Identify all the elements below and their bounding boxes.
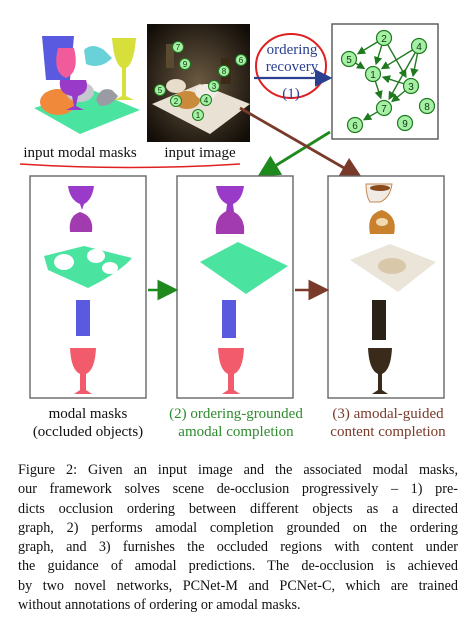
completed-object-content — [350, 183, 436, 394]
image-object-marker: 4 — [200, 94, 212, 106]
caption-line: our framework solves scene de-occlusion … — [18, 481, 458, 498]
graph-edge — [354, 61, 366, 70]
graph-edge — [380, 49, 413, 70]
svg-text:4: 4 — [416, 42, 422, 53]
ordering-recovery-label-line1: ordering — [266, 42, 318, 58]
ordering-graph-edges — [354, 41, 419, 121]
graph-node: 1 — [364, 65, 382, 83]
content-completion-label: (3) amodal-guided — [332, 406, 444, 422]
modal-masks-sublabel: (occluded objects) — [32, 424, 144, 440]
svg-text:6: 6 — [352, 121, 358, 132]
svg-text:9: 9 — [183, 60, 188, 69]
svg-text:7: 7 — [381, 104, 387, 115]
graph-edge — [381, 75, 405, 85]
image-object-marker: 1 — [192, 109, 204, 121]
svg-text:3: 3 — [408, 82, 414, 93]
svg-text:1: 1 — [370, 70, 376, 81]
amodal-completion-sublabel: amodal completion — [178, 424, 294, 440]
red-annotation-circle — [255, 33, 327, 99]
graph-node: 6 — [346, 116, 364, 134]
graph-edge — [388, 52, 416, 101]
caption-line: dicts occlusion ordering between differe… — [18, 500, 458, 517]
svg-text:6: 6 — [239, 56, 244, 65]
svg-text:5: 5 — [158, 86, 163, 95]
graph-edge — [362, 111, 378, 121]
image-object-marker: 9 — [179, 58, 191, 70]
caption-line: without annotations of ordering or amoda… — [18, 597, 301, 614]
caption-line: Figure 2: Given an input image and the a… — [18, 462, 458, 478]
svg-text:3: 3 — [212, 82, 217, 91]
graph-node: 2 — [375, 29, 393, 47]
content-completion-sublabel: content completion — [330, 424, 446, 440]
image-object-marker: 8 — [218, 65, 230, 77]
svg-text:4: 4 — [204, 96, 209, 105]
amodal-completion-label: (2) ordering-grounded — [169, 406, 303, 422]
graph-edge — [356, 41, 378, 55]
image-to-content-arrow — [239, 106, 363, 179]
caption-line: the guidance of amodal predictions. The … — [18, 558, 458, 575]
image-object-marker: 2 — [170, 95, 182, 107]
graph-edge — [410, 53, 419, 78]
svg-text:2: 2 — [174, 97, 179, 106]
image-object-marker: 5 — [154, 84, 166, 96]
ordering-recovery-label-line2: recovery — [265, 59, 319, 75]
graph-node: 8 — [418, 97, 436, 115]
input-image: 1 2 34 5 6 7 8 9 — [147, 24, 250, 142]
graph-node: 3 — [402, 77, 420, 95]
svg-text:9: 9 — [402, 119, 408, 130]
input-modal-masks-label: input modal masks — [23, 145, 137, 161]
svg-text:2: 2 — [381, 34, 387, 45]
graph-node: 9 — [396, 114, 414, 132]
graph-edge — [387, 44, 407, 79]
svg-text:8: 8 — [222, 67, 227, 76]
image-object-marker: 7 — [172, 41, 184, 53]
svg-text:1: 1 — [196, 111, 201, 120]
caption-line: graph, 2) performs amodal completion gro… — [18, 519, 458, 536]
caption-line: graph, and 3) furnishes the occluded reg… — [18, 539, 458, 556]
figure-caption: Figure 2: Given an input image and the a… — [18, 461, 458, 615]
input-modal-masks — [34, 36, 140, 134]
caption-line: by two novel networks, PCNet-M and PCNet… — [18, 577, 458, 594]
input-image-label: input image — [164, 145, 236, 161]
graph-node: 7 — [375, 99, 393, 117]
ordering-graph-nodes: 1 2 3 4 5 6 7 8 9 — [340, 29, 436, 134]
graph-node: 4 — [410, 37, 428, 55]
step-one-label: (1) — [282, 86, 300, 102]
svg-text:5: 5 — [346, 55, 352, 66]
occluded-object-masks — [44, 186, 132, 394]
graph-node: 5 — [340, 50, 358, 68]
svg-text:8: 8 — [424, 102, 430, 113]
graph-edge — [374, 44, 383, 66]
image-object-marker: 3 — [208, 80, 220, 92]
svg-text:7: 7 — [176, 43, 181, 52]
image-object-marker: 6 — [235, 54, 247, 66]
graph-edge — [374, 80, 383, 100]
red-annotation-underline — [19, 163, 241, 169]
amodal-object-masks — [200, 186, 288, 394]
graph-to-amodal-arrow — [257, 130, 331, 177]
modal-masks-label: modal masks — [48, 406, 128, 422]
